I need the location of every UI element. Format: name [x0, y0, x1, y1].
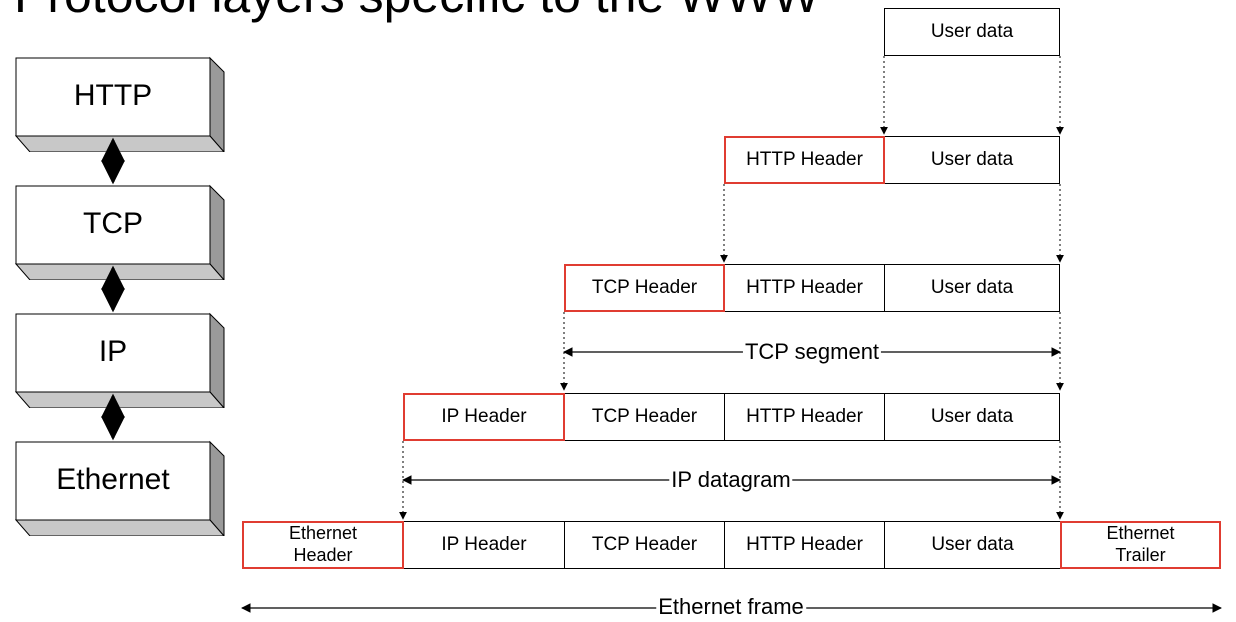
http-header-box: HTTP Header	[724, 393, 885, 441]
layer-ethernet: Ethernet	[14, 440, 226, 536]
user-data-box: User data	[884, 136, 1060, 184]
ip-header-box: IP Header	[403, 393, 565, 441]
user-data-box: User data	[884, 521, 1061, 569]
layer-http: HTTP	[14, 56, 226, 152]
layer-label: TCP	[83, 207, 143, 240]
user-data-box: User data	[884, 393, 1060, 441]
ethernet-trailer-line1: Ethernet	[1106, 523, 1175, 544]
tcp-header-box: TCP Header	[564, 264, 725, 312]
ip-header-box: IP Header	[403, 521, 565, 569]
http-header-box: HTTP Header	[724, 521, 885, 569]
layer-box-icon	[14, 184, 225, 280]
tcp-segment-label: TCP segment	[742, 339, 882, 365]
tcp-header-box: TCP Header	[564, 393, 725, 441]
layer-label: IP	[98, 335, 128, 368]
ethernet-header-line1: Ethernet	[288, 523, 358, 544]
user-data-box: User data	[884, 264, 1060, 312]
layer-tcp: TCP	[14, 184, 226, 280]
layer-box-icon	[14, 312, 225, 408]
layer-label: HTTP	[73, 79, 153, 112]
http-header-box: HTTP Header	[724, 264, 885, 312]
layer-box-icon	[14, 440, 225, 536]
ip-datagram-label: IP datagram	[669, 467, 793, 493]
layer-label: Ethernet	[56, 463, 170, 496]
layer-ip: IP	[14, 312, 226, 408]
ethernet-header-box: Ethernet Header	[242, 521, 404, 569]
ethernet-trailer-line2: Trailer	[1115, 545, 1166, 565]
ethernet-trailer-box: Ethernet Trailer	[1060, 521, 1221, 569]
tcp-header-box: TCP Header	[564, 521, 725, 569]
http-header-box: HTTP Header	[724, 136, 885, 184]
ethernet-header-line2: Header	[293, 545, 353, 565]
ethernet-frame-label: Ethernet frame	[656, 594, 806, 620]
page-title: Protocol layers specific to the WWW	[14, 0, 820, 20]
user-data-box: User data	[884, 8, 1060, 56]
